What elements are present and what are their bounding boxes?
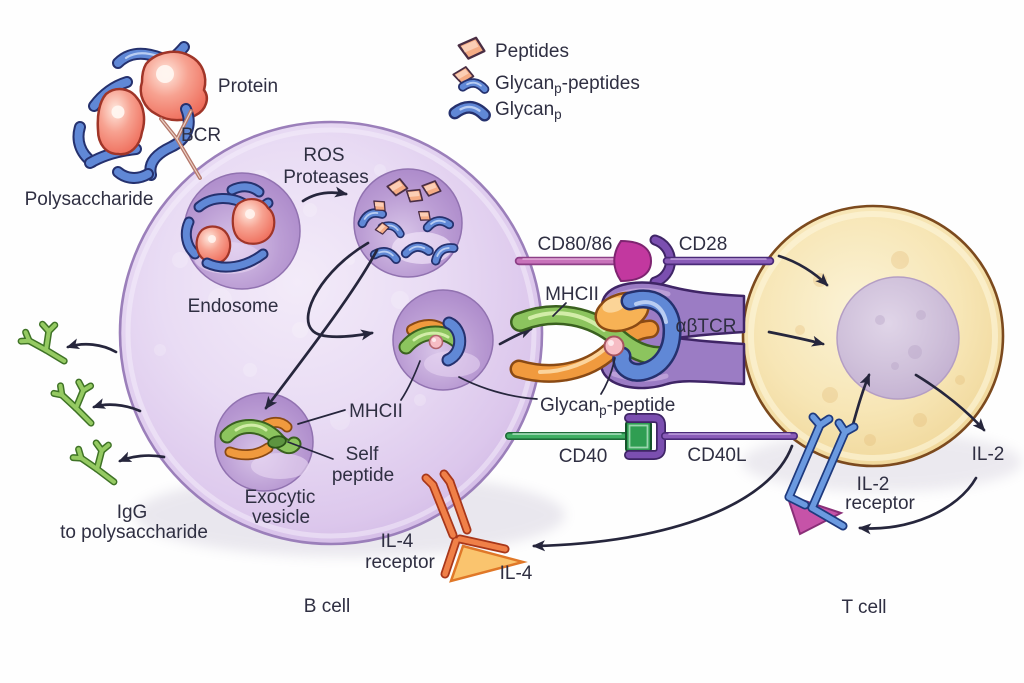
- pointer-mhcii-surface: [552, 302, 567, 317]
- il4-receptor-group: [421, 469, 528, 583]
- arrow-degradation-to-exocytic: [264, 248, 379, 410]
- pointer-self-peptide: [287, 441, 334, 460]
- mhcii-glycan-peptide-loading-complex: [398, 316, 467, 367]
- arrow-endosome-to-degradation: [301, 186, 348, 203]
- glycan-peptide-label: Glycanp-peptide: [540, 395, 675, 418]
- arrow-tcell-to-il4: [532, 444, 794, 552]
- arrow-synapse-to-nucleus: [767, 330, 825, 347]
- igg-antibody: [19, 322, 64, 368]
- protein-molecule: [139, 50, 208, 122]
- protein-molecule: [231, 198, 276, 245]
- self-peptide-label-line2: peptide: [332, 465, 394, 486]
- protein-label: Protein: [218, 76, 278, 97]
- self-peptide-label-line1: Self: [346, 444, 379, 465]
- mhcii-self-peptide-complex: [219, 417, 302, 461]
- il4-cytokine-triangle: [449, 544, 528, 583]
- legend-peptides-label: Peptides: [495, 41, 569, 62]
- legend-glycan-peptides-label: Glycanp-peptides: [495, 73, 640, 96]
- il2-receptor: [784, 412, 859, 536]
- arrow-synapse-to-nucleus: [777, 254, 829, 287]
- legend: Peptides Glycanp-peptides Glycanp: [452, 35, 640, 122]
- arrow-bcell-to-igg: [66, 338, 118, 354]
- il4-receptor-label-line1: IL-4: [381, 531, 414, 552]
- igg-antibody: [72, 442, 114, 485]
- arrow-nucleus-to-il2: [914, 373, 986, 432]
- cd80-86-molecule: [613, 239, 653, 283]
- antigen-complex: [72, 41, 208, 184]
- polysaccharide-chain: [112, 103, 195, 184]
- polysaccharide-glycan: [201, 248, 269, 273]
- mhcii-inner-label: MHCII: [349, 401, 403, 422]
- cd40-cd40l-pair: [505, 413, 798, 460]
- il4-receptor-label-line2: receptor: [365, 552, 435, 573]
- il2-receptor-label-line1: IL-2: [857, 474, 890, 495]
- ros-label: ROS: [303, 145, 344, 166]
- polysaccharide-label: Polysaccharide: [25, 189, 154, 210]
- protein-molecule: [195, 225, 232, 265]
- endosome-contents: [180, 181, 276, 273]
- t-cell-nucleus: [836, 276, 960, 400]
- mhcii-tcr-synapse: [509, 281, 746, 390]
- bcr-receptor: [159, 109, 202, 180]
- proteases-label: Proteases: [283, 167, 369, 188]
- cd80-86-cd28-pair: [514, 234, 775, 288]
- cd40l-label: CD40L: [687, 445, 746, 466]
- exocytic-label-line1: Exocytic: [245, 487, 316, 508]
- exocytic-vesicle: [214, 392, 314, 492]
- endosome-label: Endosome: [188, 296, 279, 317]
- peptide-ball: [428, 334, 444, 350]
- glycan-icon: [455, 106, 485, 115]
- igg-antibodies: [19, 322, 166, 485]
- b-cell-label: B cell: [304, 596, 350, 617]
- legend-glycan-label: Glycanp: [495, 99, 562, 122]
- pointer-glycan-peptide-right: [600, 357, 616, 395]
- il4-label: IL-4: [500, 563, 533, 584]
- mhcii-surface-label: MHCII: [545, 284, 599, 305]
- pointer-glycan-peptide-left: [458, 376, 538, 400]
- igg-antibody: [52, 380, 94, 423]
- pointer-mhcii-exocytic: [297, 409, 346, 425]
- il2-receptor-label-line2: receptor: [845, 493, 915, 514]
- arrow-degradation-to-loading: [306, 241, 374, 341]
- cd28-label: CD28: [679, 234, 728, 255]
- arrow-bcell-to-igg: [118, 451, 166, 463]
- arrow-il2-to-il2r: [858, 476, 978, 535]
- abtcr-label: αβTCR: [676, 316, 737, 337]
- arrow-loading-to-surface: [498, 327, 533, 346]
- il2-label: IL-2: [972, 444, 1005, 465]
- protein-molecule: [96, 87, 146, 156]
- cd40-label: CD40: [559, 446, 608, 467]
- t-cell-label: T cell: [841, 597, 886, 618]
- self-peptide: [267, 435, 287, 449]
- pointer-mhcii-loading: [400, 360, 421, 401]
- exocytic-label-line2: vesicle: [252, 507, 310, 528]
- glycan-peptide-ball: [603, 335, 625, 357]
- igg-label-line2: to polysaccharide: [60, 522, 208, 543]
- arrow-bcell-to-igg: [92, 398, 142, 413]
- peptide-icon: [456, 35, 487, 61]
- bcr-label: BCR: [181, 125, 221, 146]
- cd80-86-label: CD80/86: [538, 234, 613, 255]
- igg-label-line1: IgG: [117, 502, 148, 523]
